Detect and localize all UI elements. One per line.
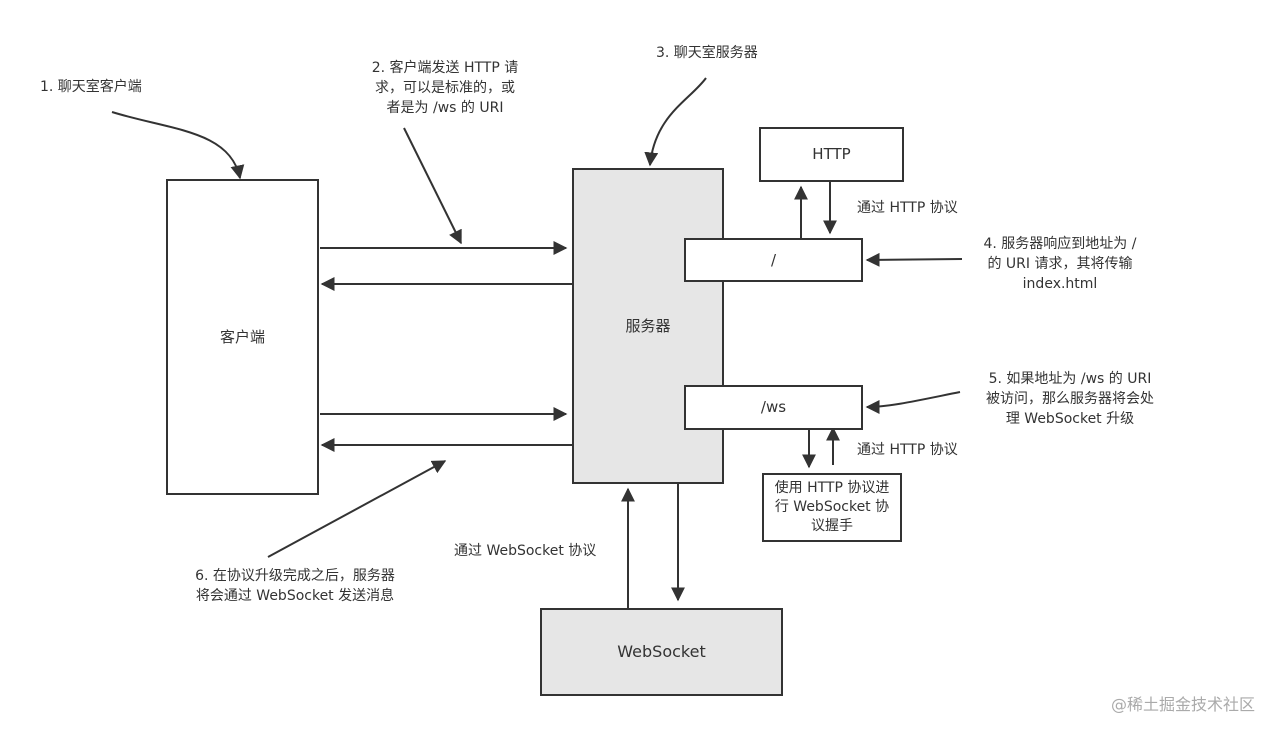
arrow-note1-to-client [111, 111, 245, 180]
label-via-websocket: 通过 WebSocket 协议 [454, 543, 597, 559]
note-6-messages: 6. 在协议升级完成之后，服务器 将会通过 WebSocket 发送消息 [195, 568, 395, 604]
http-label: HTTP [812, 145, 851, 164]
handshake-label: 使用 HTTP 协议进 行 WebSocket 协 议握手 [774, 480, 890, 534]
handshake-box: 使用 HTTP 协议进 行 WebSocket 协 议握手 [762, 473, 902, 542]
arrow-note3-to-server [644, 77, 707, 167]
note-4-root-response: 4. 服务器响应到地址为 / 的 URI 请求，其将传输 index.html [983, 236, 1137, 292]
websocket-box: WebSocket [540, 608, 783, 696]
note-5-ws-upgrade: 5. 如果地址为 /ws 的 URI 被访问，那么服务器将会处 理 WebSoc… [986, 371, 1154, 427]
note-2-request: 2. 客户端发送 HTTP 请 求，可以是标准的，或 者是为 /ws 的 URI [371, 60, 519, 116]
websocket-label: WebSocket [617, 642, 706, 662]
arrow-note2-to-request [403, 127, 462, 245]
ws-path-label: /ws [760, 398, 787, 417]
watermark: @稀土掘金技术社区 [1110, 695, 1255, 714]
http-box: HTTP [759, 127, 904, 182]
note-3-server: 3. 聊天室服务器 [656, 45, 758, 61]
server-box: 服务器 [572, 168, 724, 484]
root-path-label: / [770, 250, 777, 269]
label-via-http-1: 通过 HTTP 协议 [857, 200, 958, 216]
label-via-http-2: 通过 HTTP 协议 [857, 442, 958, 458]
server-label: 服务器 [625, 316, 671, 335]
root-path-box: / [684, 238, 863, 282]
client-label: 客户端 [219, 327, 265, 346]
arrow-note6-to-response [267, 460, 447, 558]
note-1-client: 1. 聊天室客户端 [40, 79, 142, 95]
arrow-note5-to-ws [865, 391, 961, 414]
client-box: 客户端 [166, 179, 319, 495]
ws-path-box: /ws [684, 385, 863, 430]
arrow-note4-to-root [865, 252, 963, 267]
